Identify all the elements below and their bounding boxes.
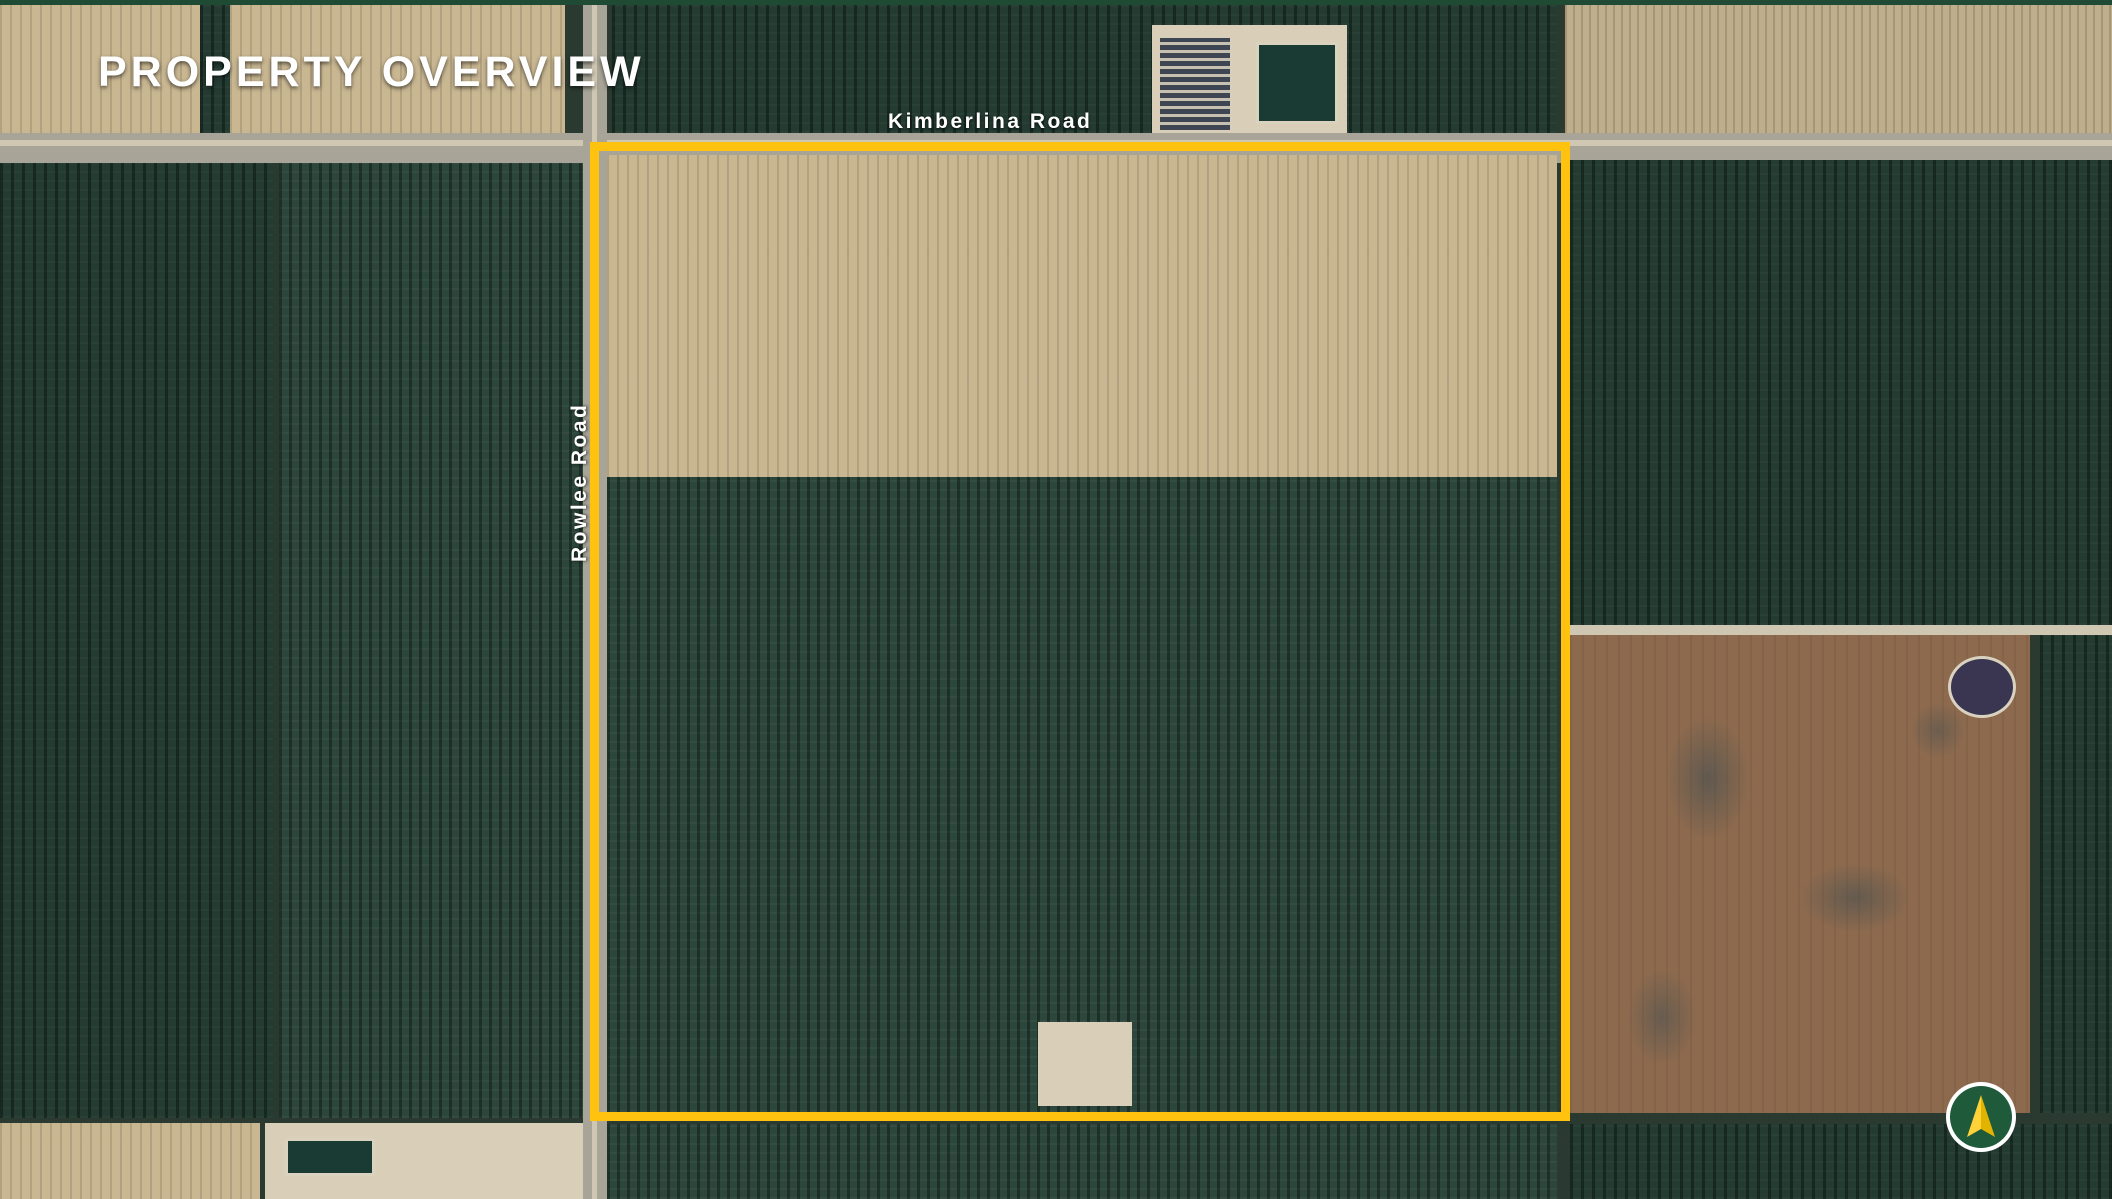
page-title: PROPERTY OVERVIEW [98, 48, 645, 96]
orchard-north-west-strip [200, 5, 230, 133]
subject-property-boundary [590, 142, 1570, 1121]
solar-array [1160, 38, 1230, 130]
subject-well-site [1038, 1022, 1132, 1106]
north-arrow-icon [1967, 1095, 1995, 1137]
orchard-west-b [279, 163, 583, 1118]
field-north-west [0, 5, 565, 133]
orchard-north-center [612, 5, 1557, 133]
orchard-east-strip [2040, 635, 2112, 1113]
bare-field-east [1570, 635, 2030, 1113]
orchard-west-a [0, 163, 273, 1118]
kimberlina-road-label: Kimberlina Road [888, 110, 1093, 133]
orchard-south-east [1570, 1124, 2112, 1199]
north-arrow [1946, 1082, 2016, 1152]
farm-lane-east [1570, 625, 2112, 635]
field-north-east [1565, 5, 2112, 133]
subject-fallow-parcel [607, 155, 1557, 477]
reservoir-north [1256, 42, 1338, 124]
rowlee-road-label: Rowlee Road [568, 402, 591, 562]
subject-orchard-parcel [607, 477, 1557, 1112]
orchard-east-north [1570, 160, 2112, 625]
reservoir-south-west [285, 1138, 375, 1176]
top-accent-rule [0, 0, 2112, 5]
orchard-south-center [607, 1124, 1557, 1199]
reservoir-east [1948, 656, 2016, 718]
field-south-west [0, 1123, 260, 1199]
north-arrow-badge [1950, 1086, 2012, 1148]
